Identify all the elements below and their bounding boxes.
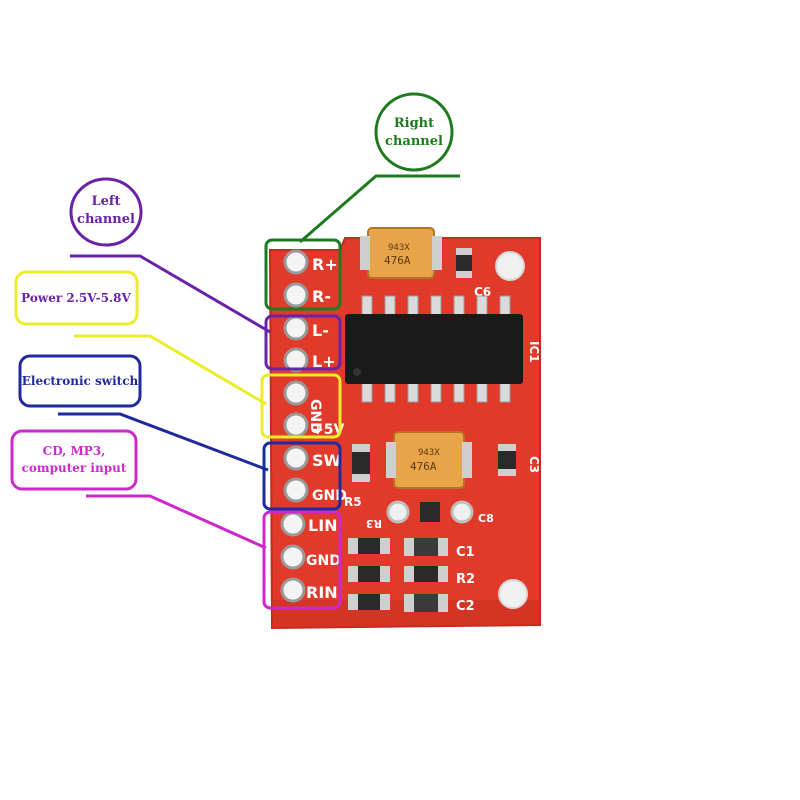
silk-c3: C3 [527,456,541,473]
left-channel-callout: Left channel [69,177,143,247]
pin-labels: R+ R- L- L+ GND +5V SW GND LIN GND RIN [306,255,347,602]
pin-label-r-plus: R+ [312,255,338,274]
input-leader [86,494,267,550]
smd-component-c3 [498,444,516,476]
pin-label-sw: SW [312,451,342,470]
left-channel-label-line1: Left [91,194,120,209]
pin-label-gnd-2: GND [312,488,347,504]
silk-ic1: IC1 [527,341,541,363]
pin-pad-icon [283,412,309,438]
tantalum-capacitor-middle: 943X 476A [386,431,472,489]
pin-pad-icon [283,380,309,406]
switch-callout: Electronic switch [18,354,142,408]
mounting-hole-icon [386,500,410,524]
power-pin-box [260,373,342,439]
tantalum-capacitor-top: 943X 476A [360,227,442,279]
silk-r2: R2 [456,572,475,587]
left-channel-leader [70,254,271,334]
switch-leader [58,412,269,472]
left-channel-pin-box [264,314,342,371]
pin-label-lin: LIN [308,516,338,535]
power-label: Power 2.5V-5.8V [21,291,131,305]
smd-capacitor-row [404,538,448,612]
right-channel-label-line2: channel [385,134,443,149]
pin-pad-icon [280,544,306,570]
input-label-line2: computer input [22,461,127,475]
mounting-hole-icon [450,500,474,524]
pin-pad-icon [283,282,309,308]
left-channel-label-line2: channel [77,212,135,227]
ic-legs-bottom [361,379,511,403]
pin-label-5v: +5V [312,422,344,438]
pin-pad-icon [283,249,309,275]
pin-pad-icon [280,511,306,537]
right-channel-label-line1: Right [394,116,434,131]
silk-c1: C1 [456,545,475,560]
mounting-hole-icon [498,579,528,609]
pin-label-r-minus: R- [312,287,331,306]
right-channel-leader [299,174,460,244]
right-channel-callout: Right channel [374,92,454,172]
pin-label-l-minus: L- [312,321,329,340]
switch-pin-box [262,441,342,511]
pcb-board: R+ R- L- L+ GND +5V SW GND LIN GND RIN 9… [268,227,541,630]
smd-pad-center [420,502,440,522]
smd-component-c6 [456,248,472,278]
silk-r5: R5 [344,495,362,509]
smd-resistor-row [348,538,390,610]
mounting-hole-icon [495,251,525,281]
cap-top-mark-b: 943X [388,243,410,253]
pin-pad-icon [280,577,306,603]
pin-label-gnd-1: GND [307,399,323,434]
pin-pad-icon [283,445,309,471]
silk-c2: C2 [456,599,475,614]
smd-component-r5 [352,444,370,482]
cap-top-mark-a: 476A [384,254,411,267]
pin-label-l-plus: L+ [312,352,336,371]
pin-column [280,249,309,603]
input-callout: CD, MP3, computer input [10,429,138,491]
pin-pad-icon [283,477,309,503]
silk-c8: C8 [478,512,494,525]
silk-r3: R3 [366,517,382,530]
pin-pad-icon [283,315,309,341]
cap-mid-mark-a: 476A [410,460,437,473]
ic-chip [345,314,523,384]
pin-label-gnd-3: GND [306,553,341,569]
pin-label-rin: RIN [306,583,338,602]
pin-pad-icon [283,347,309,373]
switch-label: Electronic switch [22,374,139,388]
input-label-line1: CD, MP3, [43,444,106,458]
input-pin-box [262,510,342,610]
power-callout: Power 2.5V-5.8V [14,270,139,326]
power-leader [74,334,267,406]
cap-mid-mark-b: 943X [418,448,440,458]
